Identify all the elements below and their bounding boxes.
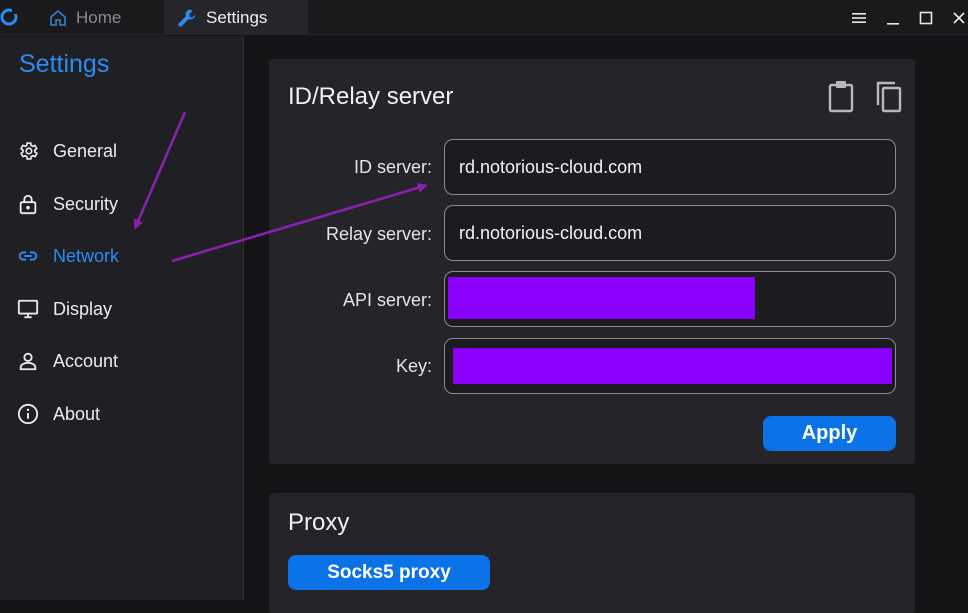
info-icon xyxy=(16,402,40,426)
relay-server-input[interactable]: rd.notorious-cloud.com xyxy=(444,205,896,261)
id-server-input[interactable]: rd.notorious-cloud.com xyxy=(444,139,896,195)
monitor-icon xyxy=(16,297,40,321)
close-button[interactable] xyxy=(945,0,968,35)
minimize-button[interactable] xyxy=(879,0,907,35)
title-bar: Home Settings xyxy=(0,0,968,35)
sidebar-title: Settings xyxy=(19,50,110,78)
home-icon xyxy=(50,9,66,26)
proxy-card: Proxy Socks5 proxy xyxy=(269,493,915,613)
gear-icon xyxy=(16,139,40,163)
apply-button[interactable]: Apply xyxy=(763,416,896,451)
maximize-button[interactable] xyxy=(912,0,940,35)
person-icon xyxy=(16,349,40,373)
relay-server-label: Relay server: xyxy=(325,224,432,244)
sidebar-item-label: About xyxy=(53,403,101,424)
relay-server-value: rd.notorious-cloud.com xyxy=(459,222,643,243)
sidebar-item-account[interactable]: Account xyxy=(16,345,236,377)
sidebar-item-label: Security xyxy=(53,193,119,214)
api-server-label: API server: xyxy=(342,290,432,310)
id-relay-card: ID/Relay server ID server: rd.notorious-… xyxy=(269,59,915,464)
sidebar-item-display[interactable]: Display xyxy=(16,293,236,325)
tab-settings-label: Settings xyxy=(206,7,268,27)
menu-icon xyxy=(852,12,866,23)
sidebar-item-about[interactable]: About xyxy=(16,398,236,430)
sidebar-item-label: Account xyxy=(53,350,119,371)
id-server-label: ID server: xyxy=(353,157,432,177)
key-redaction xyxy=(453,348,892,384)
copy-icon[interactable] xyxy=(874,79,904,113)
sidebar-item-security[interactable]: Security xyxy=(16,188,236,220)
sidebar-item-label: Display xyxy=(53,298,113,319)
clipboard-icon[interactable] xyxy=(826,79,856,113)
id-server-value: rd.notorious-cloud.com xyxy=(459,156,643,177)
minimize-icon xyxy=(887,22,899,25)
app-logo-icon xyxy=(0,8,18,26)
socks5-proxy-button[interactable]: Socks5 proxy xyxy=(288,555,490,590)
wrench-icon xyxy=(178,9,196,27)
link-icon xyxy=(16,244,40,268)
sidebar-item-general[interactable]: General xyxy=(16,135,236,167)
sidebar: Settings General Security Network Displa… xyxy=(0,36,244,600)
tab-home[interactable]: Home xyxy=(30,0,162,35)
sidebar-item-network[interactable]: Network xyxy=(16,240,236,272)
tab-settings[interactable]: Settings xyxy=(164,0,308,35)
lock-icon xyxy=(16,192,40,216)
sidebar-item-label: General xyxy=(53,140,118,161)
sidebar-item-label: Network xyxy=(53,245,120,266)
api-server-redaction xyxy=(448,277,755,319)
maximize-icon xyxy=(919,11,933,24)
proxy-title: Proxy xyxy=(288,509,350,536)
main-content: ID/Relay server ID server: rd.notorious-… xyxy=(245,36,968,613)
tab-home-label: Home xyxy=(76,7,122,27)
close-icon xyxy=(953,11,965,24)
menu-button[interactable] xyxy=(845,0,873,35)
key-label: Key: xyxy=(395,356,432,376)
id-relay-title: ID/Relay server xyxy=(288,83,454,110)
